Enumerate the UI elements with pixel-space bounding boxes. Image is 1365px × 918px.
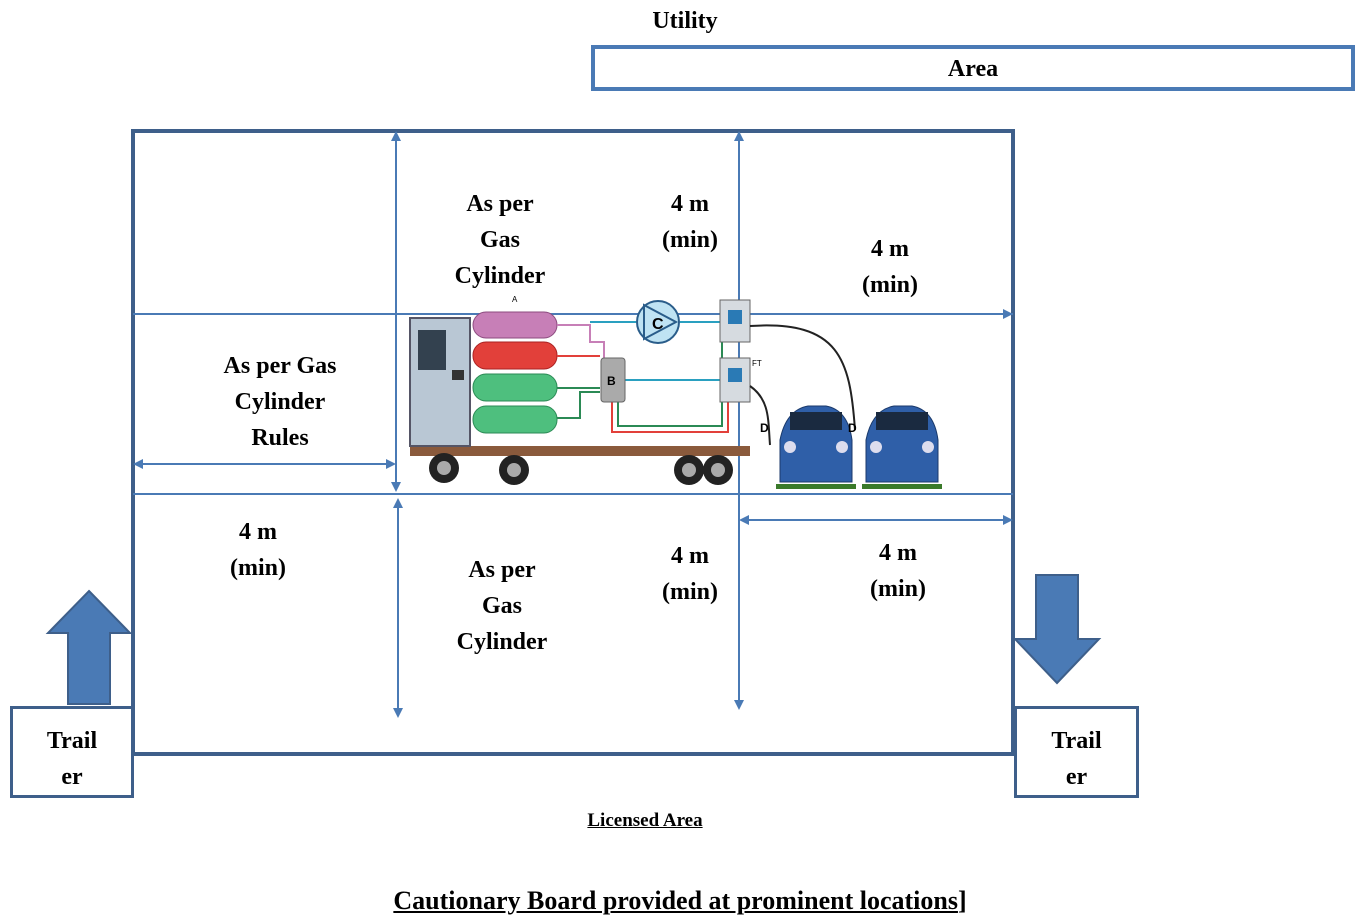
trailer-exit-label: Trail er bbox=[1051, 728, 1102, 790]
caution-text: Cautionary Board provided at prominent l… bbox=[393, 886, 958, 915]
cascade-letter: A bbox=[512, 295, 518, 304]
dispenser-letter-2: D bbox=[848, 421, 857, 435]
licensed-area-label: Licensed Area bbox=[587, 810, 703, 831]
layout-diagram: C B D D FT A bbox=[45, 129, 1102, 756]
entry-arrow bbox=[45, 589, 133, 705]
label-left-middle: As per Gas Cylinder Rules bbox=[223, 353, 337, 451]
dispenser-letter-1: D bbox=[760, 421, 769, 435]
caution-note: Cautionary Board provided at prominent l… bbox=[380, 850, 980, 918]
car-1 bbox=[776, 405, 856, 489]
flow-tag-label: FT bbox=[752, 359, 762, 368]
trailer-exit-box: Trail er bbox=[1014, 706, 1139, 798]
buffer-letter: B bbox=[607, 374, 616, 388]
trailer-entry-label: Trail er bbox=[46, 728, 98, 790]
exit-arrow bbox=[1012, 574, 1102, 685]
label-bottom-center-left: As per Gas Cylinder bbox=[456, 557, 548, 655]
utility-area-label: Area bbox=[947, 56, 999, 82]
caution-suffix: ] bbox=[957, 886, 967, 915]
car-2 bbox=[862, 405, 942, 489]
label-bottom-center: 4 m (min) bbox=[662, 543, 718, 605]
label-bottom-left: 4 m (min) bbox=[230, 519, 286, 581]
truck-illustration bbox=[409, 299, 856, 485]
trailer-entry-box: Trail er bbox=[10, 706, 134, 798]
licensed-area-boundary bbox=[131, 129, 1015, 756]
utility-title: Utility bbox=[652, 8, 718, 34]
label-top-center: 4 m (min) bbox=[662, 191, 718, 253]
label-top-left: As per Gas Cylinder bbox=[454, 191, 546, 289]
utility-area-box: Area bbox=[591, 45, 1355, 91]
label-bottom-right: 4 m (min) bbox=[870, 540, 926, 602]
compressor-letter: C bbox=[652, 316, 664, 333]
label-top-right: 4 m (min) bbox=[862, 236, 918, 298]
